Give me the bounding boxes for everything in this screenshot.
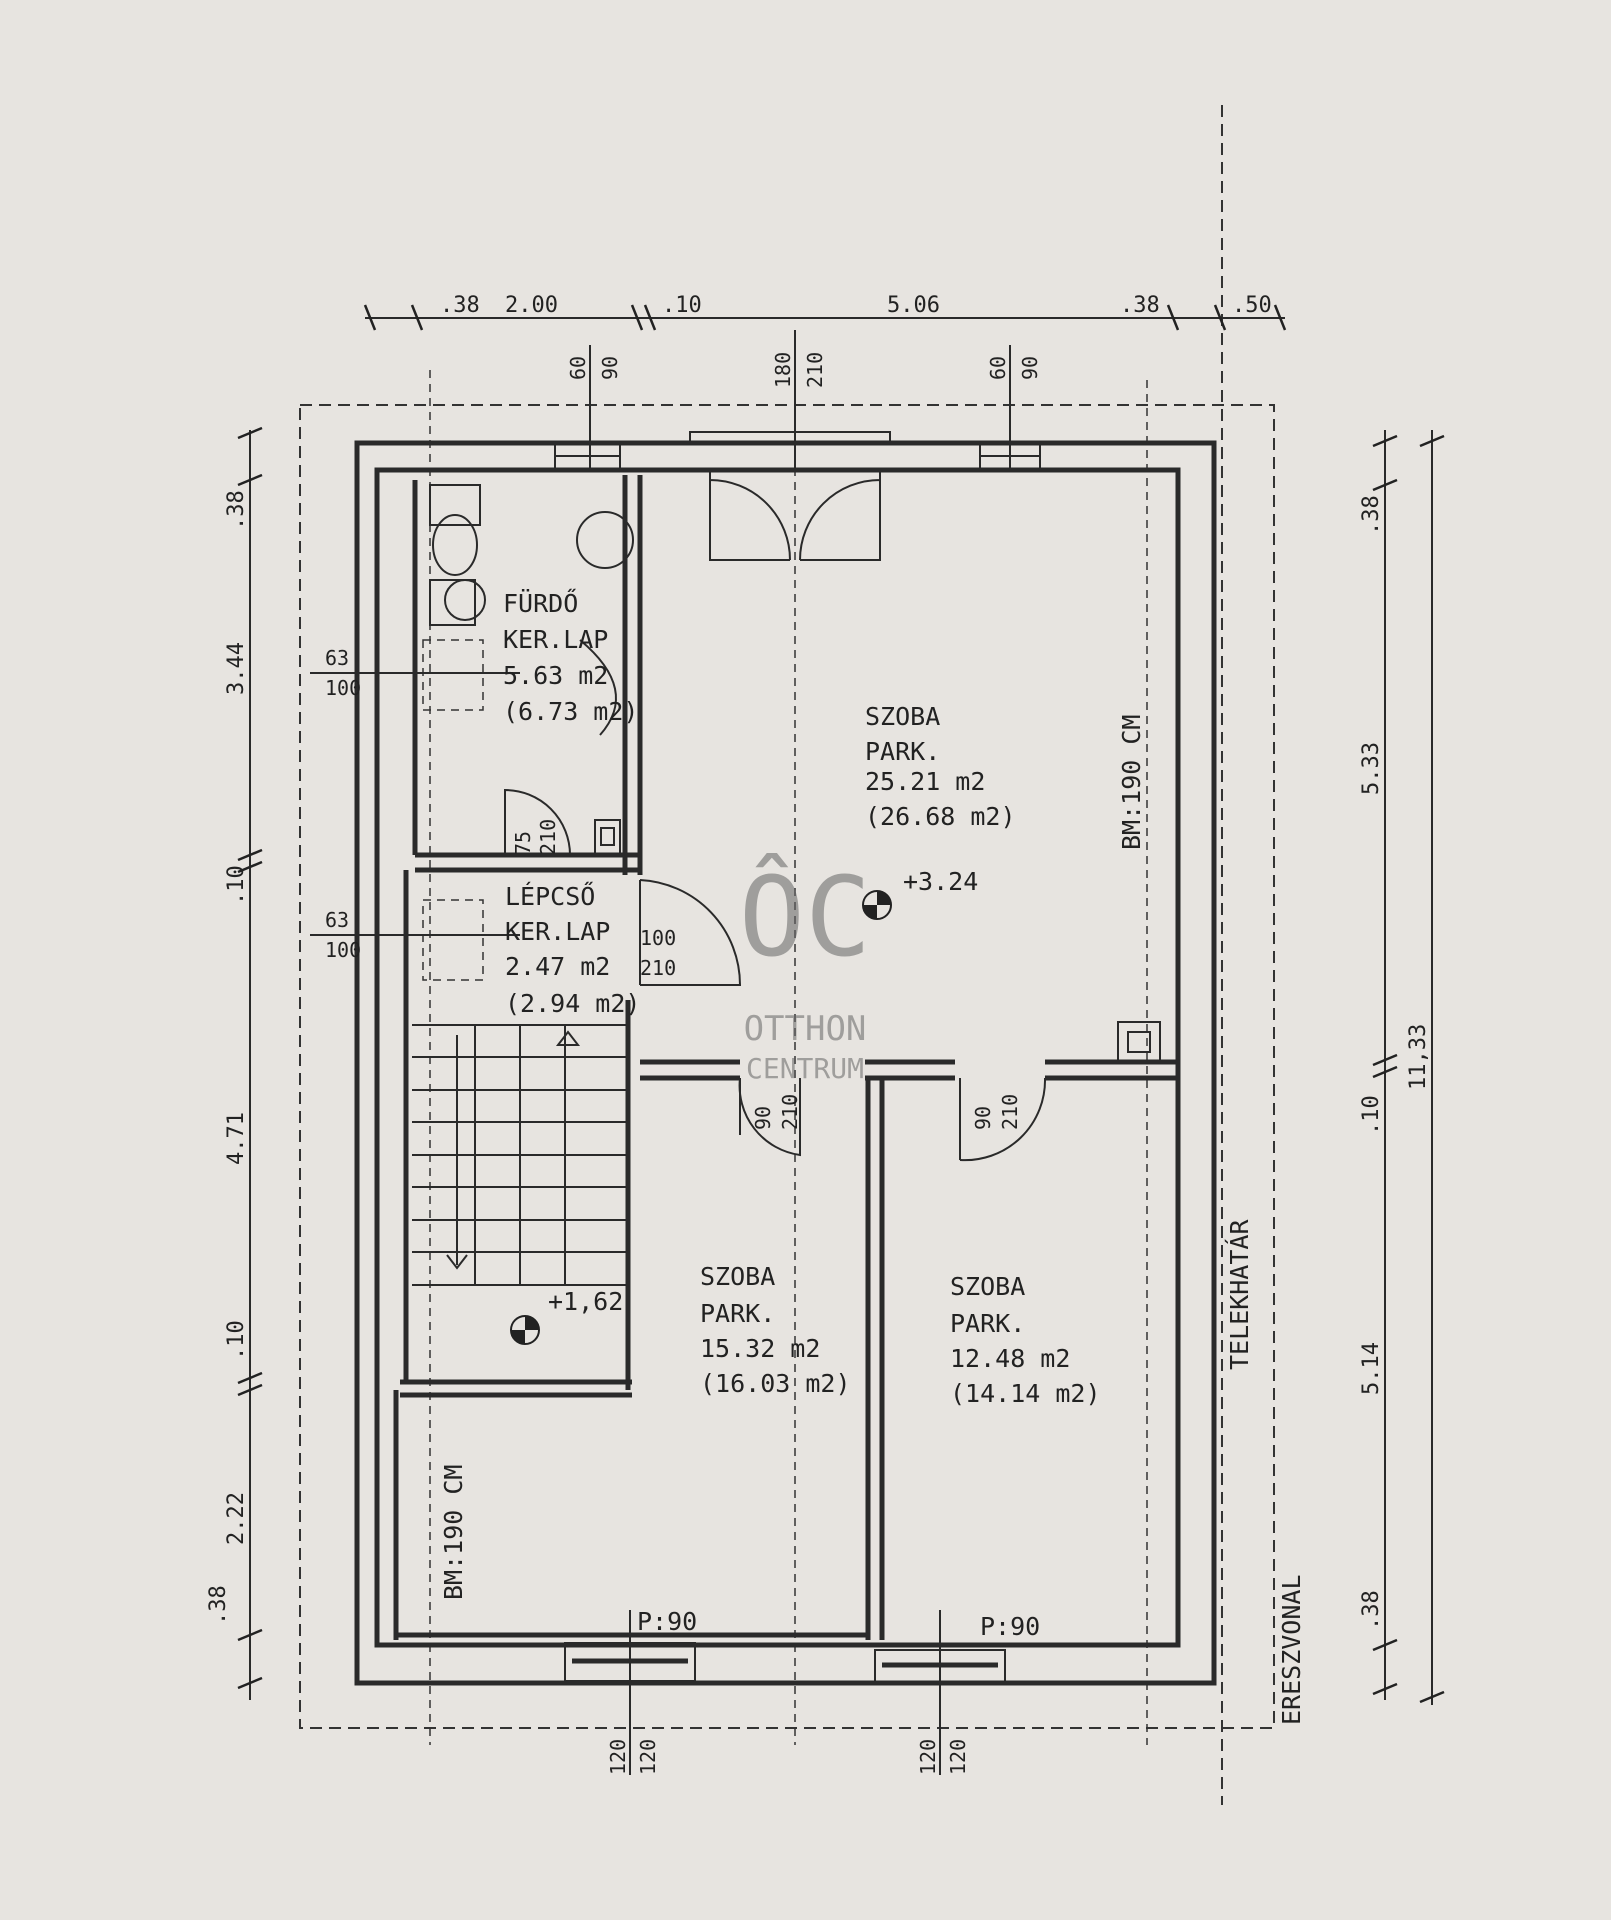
window-mark-4-w: 120 (606, 1739, 630, 1775)
room-b-name: SZOBA (950, 1272, 1025, 1301)
door-marks: 63 100 63 100 75 210 100 210 90 210 90 2… (325, 646, 1022, 1130)
door-mark-4-w: 100 (640, 926, 676, 950)
left-dim-7: .38 (206, 1585, 231, 1625)
chimney (1117, 1021, 1161, 1063)
window-mark-4-h: 120 (636, 1739, 660, 1775)
stair-floor: KER.LAP (505, 917, 610, 946)
room-a-gross-area: (16.03 m2) (700, 1369, 851, 1398)
door-mark-1-w: 63 (325, 646, 349, 670)
ceiling-note-main: BM:190 CM (1117, 715, 1146, 850)
door-mark-1-h: 100 (325, 676, 361, 700)
room-b-floor: PARK. (950, 1309, 1025, 1338)
main-room-label: SZOBA PARK. 25.21 m2 (26.68 m2) (865, 702, 1016, 831)
left-dim-5: .10 (224, 1320, 249, 1360)
door-mark-6-h: 210 (998, 1094, 1022, 1130)
door-mark-5-w: 90 (751, 1106, 775, 1130)
bath-door (504, 788, 571, 856)
room-a-floor: PARK. (700, 1299, 775, 1328)
top-dimensions: .38 2.00 .10 5.06 .38 .50 (440, 293, 1272, 318)
right-dim-3: .10 (1359, 1095, 1384, 1135)
door-mark-2-w: 63 (325, 908, 349, 932)
room-b-door (959, 1077, 1047, 1162)
door-mark-4-h: 210 (640, 956, 676, 980)
main-gross-area: (26.68 m2) (865, 802, 1016, 831)
door-mark-2-h: 100 (325, 938, 361, 962)
window-mark-5-w: 120 (916, 1739, 940, 1775)
bath-gross-area: (6.73 m2) (503, 697, 638, 726)
watermark-logo: ÔC (739, 852, 871, 981)
main-name: SZOBA (865, 702, 940, 731)
window-mark-2-h: 210 (803, 352, 827, 388)
top-dim-6: .50 (1232, 293, 1272, 318)
right-total-dim: 11,33 (1406, 1024, 1431, 1090)
right-dimensions: .38 5.33 .10 5.14 .38 11,33 (1359, 495, 1431, 1630)
stair-room-label: LÉPCSŐ KER.LAP 2.47 m2 (2.94 m2) (505, 881, 640, 1018)
window-mark-1-w: 60 (566, 356, 590, 380)
top-dim-1: .38 (440, 293, 480, 318)
top-window-bath (554, 442, 621, 471)
room-a-door (738, 1077, 801, 1157)
dimension-lines (237, 304, 1445, 1705)
bath-name: FÜRDŐ (503, 588, 578, 618)
level-marker-stair (510, 1315, 540, 1345)
lot-boundary-label: TELEKHATÁR (1225, 1219, 1254, 1370)
top-dim-3: .10 (662, 293, 702, 318)
door-mark-6-w: 90 (971, 1106, 995, 1130)
right-dim-2: 5.33 (1359, 742, 1384, 795)
door-mark-3-w: 75 (511, 831, 535, 855)
top-dim-5: .38 (1120, 293, 1160, 318)
room-b-net-area: 12.48 m2 (950, 1344, 1070, 1373)
room-a-name: SZOBA (700, 1262, 775, 1291)
stair-name: LÉPCSŐ (505, 881, 595, 911)
window-axis-lines (310, 330, 1011, 1775)
eave-line-label: ERESZVONAL (1277, 1574, 1306, 1725)
watermark-line2: CENTRUM (746, 1052, 864, 1085)
left-dim-2: 3.44 (224, 642, 249, 695)
parapet-right: P:90 (980, 1612, 1040, 1641)
top-dim-4: 5.06 (887, 293, 940, 318)
room-b-gross-area: (14.14 m2) (950, 1379, 1101, 1408)
window-mark-1-h: 90 (598, 356, 622, 380)
room-a-net-area: 15.32 m2 (700, 1334, 820, 1363)
level-main: +3.24 (903, 867, 978, 896)
left-dim-3: .10 (224, 865, 249, 905)
door-mark-3-h: 210 (536, 819, 560, 855)
parapet-left: P:90 (637, 1607, 697, 1636)
level-marker-main (862, 890, 892, 920)
window-mark-3-h: 90 (1018, 356, 1042, 380)
bath-net-area: 5.63 m2 (503, 661, 608, 690)
window-mark-3-w: 60 (986, 356, 1010, 380)
ceiling-note-left: BM:190 CM (439, 1465, 468, 1600)
main-floor: PARK. (865, 737, 940, 766)
interior-walls (393, 475, 1178, 1648)
bath-fixtures (422, 484, 634, 856)
left-dim-6: 2.22 (224, 1492, 249, 1545)
stair-gross-area: (2.94 m2) (505, 989, 640, 1018)
stair-door (639, 879, 742, 986)
left-dim-1: .38 (224, 490, 249, 530)
left-dim-4: 4.71 (224, 1112, 249, 1165)
stair-net-area: 2.47 m2 (505, 952, 610, 981)
window-marks: 60 90 180 210 60 90 120 120 120 120 (566, 352, 1042, 1775)
door-mark-5-h: 210 (778, 1094, 802, 1130)
bath-room-label: FÜRDŐ KER.LAP 5.63 m2 (6.73 m2) (503, 588, 638, 726)
top-dim-2: 2.00 (505, 293, 558, 318)
watermark-line1: OTTHON (744, 1009, 867, 1049)
main-net-area: 25.21 m2 (865, 767, 985, 796)
window-mark-2-w: 180 (771, 352, 795, 388)
right-dim-5: .38 (1359, 1590, 1384, 1630)
window-mark-5-h: 120 (946, 1739, 970, 1775)
otthon-centrum-watermark: ÔC OTTHON CENTRUM (739, 852, 871, 1085)
room-a-label: SZOBA PARK. 15.32 m2 (16.03 m2) (700, 1262, 851, 1398)
left-dimensions: .38 3.44 .10 4.71 .10 2.22 .38 (206, 490, 249, 1625)
room-b-label: SZOBA PARK. 12.48 m2 (14.14 m2) (950, 1272, 1101, 1408)
staircase (412, 899, 628, 1286)
bath-floor: KER.LAP (503, 625, 608, 654)
level-stair: +1,62 (548, 1287, 623, 1316)
right-dim-1: .38 (1359, 495, 1384, 535)
right-dim-4: 5.14 (1359, 1342, 1384, 1395)
balcony-door (689, 431, 891, 561)
